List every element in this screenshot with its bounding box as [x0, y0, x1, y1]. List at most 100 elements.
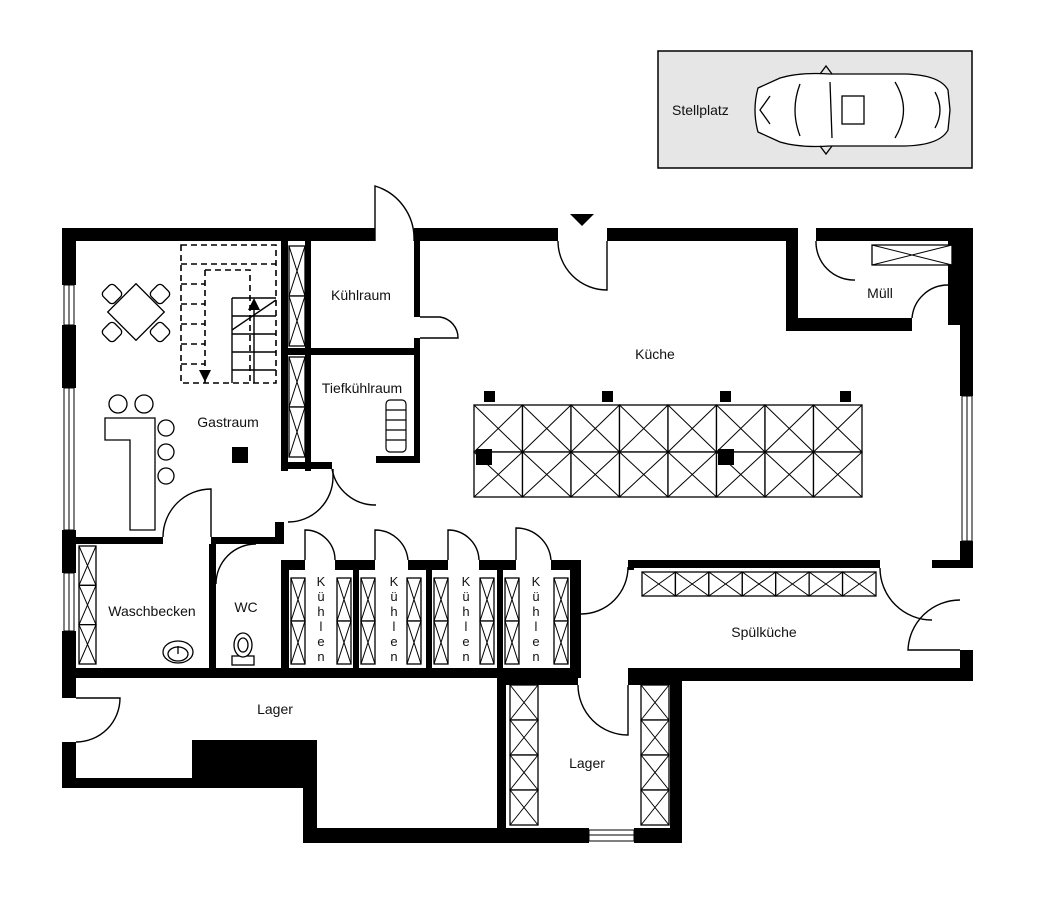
shelf-cell-4-left: [504, 577, 520, 665]
shelf-spuelkueche: [641, 571, 877, 597]
shelf-cross: [813, 451, 863, 498]
cooling-cell-letter: h: [390, 604, 397, 619]
cooling-cell-letter: ü: [390, 589, 397, 604]
room-label-spuelkueche: Spülküche: [731, 624, 797, 640]
gastraum-furniture: [101, 282, 248, 531]
shelf-cross: [504, 620, 520, 665]
shelf-waschbecken: [78, 545, 97, 665]
cooling-cell-letter: ü: [317, 589, 324, 604]
room-label-tiefkuehlraum: Tiefkühlraum: [322, 380, 402, 396]
shelf-cell-4-right: [553, 577, 569, 665]
shelf-lager-right-side: [640, 684, 670, 826]
cooling-cell-letter: n: [532, 649, 539, 664]
shelf-cross: [288, 406, 306, 458]
shelf-cross: [741, 571, 777, 597]
shelf-cross: [640, 719, 670, 756]
stair-up-arrow-icon: [248, 298, 260, 310]
shelf-cross: [336, 620, 352, 665]
cooling-cell-letter: e: [390, 634, 397, 649]
shelf-cross: [708, 571, 743, 597]
kitchen-island-bottom: [473, 451, 863, 498]
cooling-cell-letter: h: [532, 604, 539, 619]
bar-counter-icon: [104, 394, 175, 531]
shelf-cross: [764, 404, 814, 453]
cooling-cell-letter: e: [532, 634, 539, 649]
shelf-cross: [675, 571, 710, 597]
shelf-cross: [640, 789, 670, 826]
shelf-cell-1-left: [290, 577, 306, 665]
shelf-cross: [570, 404, 620, 453]
shelving: [78, 244, 953, 826]
cooling-cell-letter: l: [465, 619, 468, 634]
shelf-cross: [641, 571, 676, 597]
shelf-cross: [288, 295, 306, 347]
shelf-cell-2-right: [406, 577, 422, 665]
cooling-cell-letter: K: [462, 574, 471, 589]
room-label-waschbecken: Waschbecken: [108, 603, 195, 619]
shelf-cross: [336, 577, 352, 622]
shelf-cross: [570, 451, 620, 498]
room-label-gastraum: Gastraum: [197, 414, 258, 430]
shelf-cross: [509, 684, 539, 721]
shelf-cross: [522, 451, 572, 498]
room-labels: Stellplatz Kühlraum Müll Küche Tiefkühlr…: [108, 102, 893, 771]
shelf-cross: [504, 577, 520, 622]
room-label-wc: WC: [234, 599, 257, 615]
washbasin-icon: [162, 640, 194, 664]
shelf-cross: [473, 451, 523, 498]
room-label-muell: Müll: [867, 285, 893, 301]
shelf-cell-3-right: [479, 577, 495, 665]
column-icon: [232, 447, 248, 463]
cooling-cell-letter: e: [317, 634, 324, 649]
walls: [62, 228, 973, 843]
shelf-cross: [406, 577, 422, 622]
columns: [476, 391, 851, 465]
shelf-cross: [509, 754, 539, 791]
shelf-cross: [553, 577, 569, 622]
shelf-cross: [406, 620, 422, 665]
shelf-cross: [433, 620, 449, 665]
trolley-icon: [385, 399, 407, 453]
shelf-cross: [509, 789, 539, 826]
shelf-cross: [842, 571, 877, 597]
shelf-cross: [775, 571, 810, 597]
cooling-cell-letter: h: [317, 604, 324, 619]
shelf-muell: [871, 244, 953, 266]
shelf-cross: [640, 754, 670, 791]
shelf-cross: [619, 404, 669, 453]
windows: [63, 284, 973, 842]
shelf-cross: [78, 585, 97, 625]
shelf-cross: [640, 684, 670, 721]
shelf-cross: [667, 404, 717, 453]
cooling-cell-letter: K: [317, 574, 326, 589]
stair-down-arrow-icon: [199, 370, 211, 382]
entrance-arrow-icon: [570, 214, 594, 226]
shelf-cross: [667, 451, 717, 498]
room-label-stellplatz: Stellplatz: [672, 102, 729, 118]
cooling-cell-letter: ü: [532, 589, 539, 604]
shelf-cross: [716, 451, 766, 498]
table-icon: [101, 282, 171, 343]
shelf-cross: [360, 620, 376, 665]
shelf-cross: [553, 620, 569, 665]
cooling-cell-letter: n: [462, 649, 469, 664]
cooling-cell-letter: l: [535, 619, 538, 634]
room-label-kuehlraum: Kühlraum: [331, 287, 391, 303]
room-label-kueche: Küche: [635, 346, 675, 362]
parking-space: [657, 50, 973, 169]
shelf-cross: [479, 577, 495, 622]
shelf-cross: [78, 624, 97, 665]
shelf-cross: [78, 545, 97, 586]
doors: [75, 185, 961, 743]
cooling-cell-letter: e: [462, 634, 469, 649]
shelf-cross: [716, 404, 766, 453]
cooling-cell-letter: h: [462, 604, 469, 619]
shelf-lager-left-side: [509, 684, 539, 826]
shelf-cross: [522, 404, 572, 453]
shelf-cell-1-right: [336, 577, 352, 665]
